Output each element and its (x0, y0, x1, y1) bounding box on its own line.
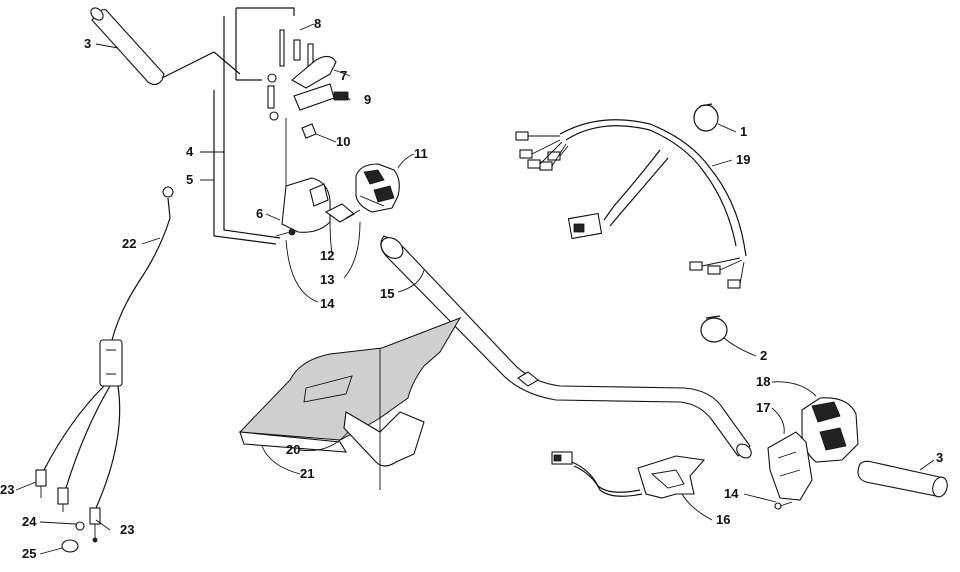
right-switch-assembly (767, 397, 859, 510)
callout-screw-14-bottom: 14 (724, 486, 739, 501)
control-bracket-outline (213, 7, 295, 245)
brake-lever-assembly (267, 29, 349, 139)
callout-cable-end-23-left: 23 (0, 482, 14, 497)
wiring-harness-main (515, 119, 747, 289)
retaining-rings (693, 103, 728, 343)
handlebar (380, 235, 752, 459)
callout-ring-1: 1 (740, 124, 747, 139)
callout-bracket-17: 17 (756, 400, 770, 415)
callout-switch-18: 18 (756, 374, 770, 389)
callout-clip-10: 10 (336, 134, 350, 149)
callout-ring-2: 2 (760, 348, 767, 363)
callout-grip-right: 3 (936, 450, 943, 465)
callout-bracket-b: 5 (186, 172, 193, 187)
wiring-harness-16 (551, 451, 706, 499)
callout-ferrule-24: 24 (22, 514, 37, 529)
callout-connector-9: 9 (364, 92, 371, 107)
callout-lever-12: 12 (320, 248, 334, 263)
callout-cable-22: 22 (122, 236, 136, 251)
callout-screw-14-top: 14 (320, 296, 335, 311)
callout-grip-left: 3 (84, 36, 91, 51)
handlebar-pad (238, 317, 462, 490)
callout-pin-7: 7 (340, 68, 347, 83)
callout-leaders (15, 23, 935, 555)
callout-screw-6: 6 (256, 206, 263, 221)
throttle-housing (275, 118, 361, 237)
callout-labels: 3 4 5 6 7 8 9 10 11 12 13 14 15 1 19 2 1… (0, 16, 943, 561)
callout-bracket-a: 4 (186, 144, 194, 159)
callout-pad-21: 21 (300, 466, 314, 481)
callout-handlebar-15: 15 (380, 286, 394, 301)
callout-screw-13: 13 (320, 272, 334, 287)
callout-switch-housing-11: 11 (414, 146, 428, 161)
throttle-cable-assembly (35, 186, 174, 553)
callout-cap-25: 25 (22, 546, 36, 561)
right-grip (857, 460, 948, 498)
callout-harness-16: 16 (716, 512, 730, 527)
left-switch-housing (355, 163, 400, 213)
callout-cable-end-23-right: 23 (120, 522, 134, 537)
left-grip (90, 7, 241, 86)
callout-pad-20: 20 (286, 442, 300, 457)
callout-pin-8: 8 (314, 16, 321, 31)
callout-harness-19: 19 (736, 152, 750, 167)
